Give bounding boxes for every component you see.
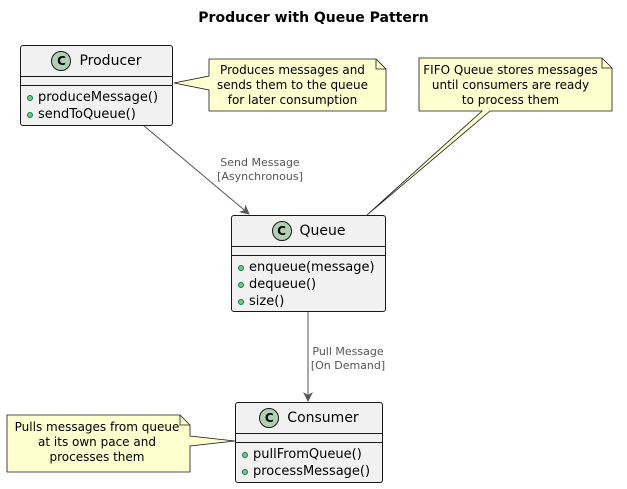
method-label: dequeue() [249,277,317,292]
method-item: dequeue() [238,276,385,293]
note-line: sends them to the queue [216,78,369,92]
method-label: pullFromQueue() [253,447,362,462]
edge-label-line: Send Message [220,156,300,169]
consumer-class-header: C Consumer [236,403,382,434]
method-label: size() [249,294,285,309]
note-line: at its own pace and [38,435,156,449]
method-item: size() [238,293,385,310]
diagram-title: Producer with Queue Pattern [198,10,429,26]
public-method-icon [242,451,248,458]
method-item: produceMessage() [27,89,172,106]
edge-label-line: [On Demand] [310,359,386,372]
method-label: produceMessage() [38,90,159,105]
queue-methods: enqueue(message) dequeue() size() [232,256,385,314]
method-label: enqueue(message) [249,260,375,275]
method-label: sendToQueue() [38,107,136,122]
public-method-icon [242,468,248,475]
queue-to-consumer-label: Pull Message [On Demand] [298,345,398,373]
note-line: Pulls messages from queue [14,420,180,434]
producer-to-queue-label: Send Message [Asynchronous] [200,156,320,184]
public-method-icon [238,281,244,288]
consumer-fields-compartment [236,434,382,443]
producer-to-queue-arrow [142,124,250,215]
class-stereotype-icon: C [271,221,292,241]
note-line: Produces messages and [220,63,365,77]
edge-label-line: Pull Message [312,345,384,358]
queue-class[interactable]: C Queue enqueue(message) dequeue() size(… [231,215,386,312]
note-line: processes them [49,450,145,464]
note-line: until consumers are ready [431,78,590,92]
method-item: sendToQueue() [27,106,172,123]
consumer-methods: pullFromQueue() processMessage() [236,443,382,484]
public-method-icon [27,111,33,118]
queue-note: FIFO Queue stores messages until consume… [419,63,602,108]
method-item: pullFromQueue() [242,446,382,463]
producer-note-shape [173,58,387,112]
consumer-class-name: Consumer [287,410,359,426]
producer-class-header: C Producer [21,46,172,77]
producer-fields-compartment [21,77,172,86]
consumer-note: Pulls messages from queue at its own pac… [7,420,187,465]
queue-note-shape [366,57,613,216]
method-label: processMessage() [253,464,371,479]
class-stereotype-icon: C [259,408,280,428]
note-line: to process them [461,93,560,107]
public-method-icon [27,94,33,101]
producer-class-name: Producer [79,53,142,69]
public-method-icon [238,298,244,305]
queue-class-name: Queue [299,223,346,239]
edge-label-line: [Asynchronous] [217,170,303,183]
producer-methods: produceMessage() sendToQueue() [21,86,172,127]
queue-fields-compartment [232,247,385,256]
method-item: processMessage() [242,463,382,480]
method-item: enqueue(message) [238,259,385,276]
public-method-icon [238,264,244,271]
class-stereotype-icon: C [51,51,72,71]
consumer-class[interactable]: C Consumer pullFromQueue() processMessag… [235,402,383,483]
producer-class[interactable]: C Producer produceMessage() sendToQueue(… [20,45,173,126]
queue-class-header: C Queue [232,216,385,247]
note-line: FIFO Queue stores messages [423,63,598,77]
note-line: for later consumption [227,93,358,107]
producer-note: Produces messages and sends them to the … [209,63,376,108]
